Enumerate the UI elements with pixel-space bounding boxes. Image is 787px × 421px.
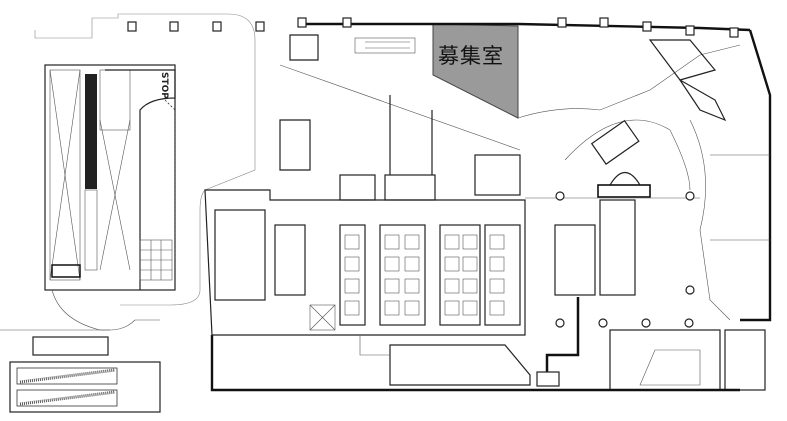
- recruitment-room-highlight[interactable]: [432, 23, 519, 119]
- lower-hall: [359, 335, 531, 386]
- route-path: [545, 297, 580, 372]
- main-building: [204, 34, 560, 392]
- stop-sign-label: STOP: [159, 72, 169, 99]
- parking-ramp: [34, 13, 256, 331]
- parking-strip: [0, 319, 161, 413]
- top-facade: [127, 17, 751, 38]
- recruitment-room-label: 募集室: [438, 44, 504, 68]
- room-grid: [214, 209, 521, 331]
- right-wing: [517, 29, 772, 391]
